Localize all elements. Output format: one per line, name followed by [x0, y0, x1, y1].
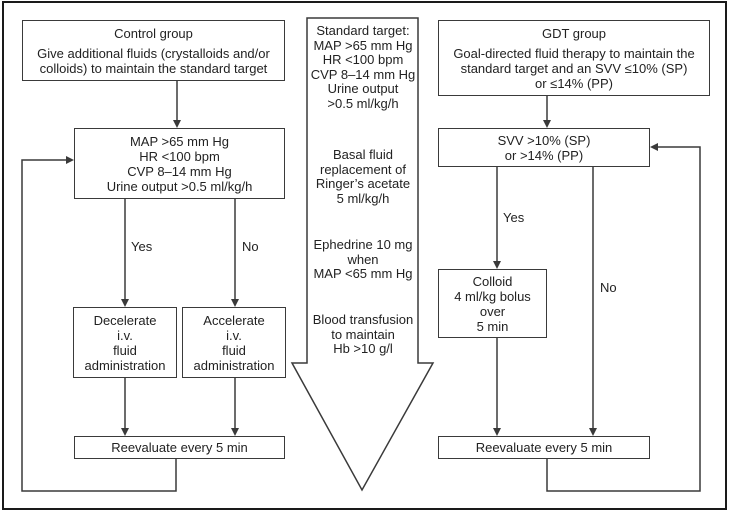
reevaluate-right-box: Reevaluate every 5 min	[438, 436, 650, 459]
accelerate-text: Accelerate i.v. fluid administration	[193, 312, 275, 373]
feedback-loop-right	[546, 146, 701, 492]
arrowhead-colloid-out	[493, 428, 501, 436]
yes-label-right: Yes	[503, 210, 525, 225]
standard-target-note: Standard target: MAP >65 mm Hg HR <100 b…	[310, 23, 416, 111]
feedback-loop-left	[21, 159, 177, 492]
standard-target-criteria-box: MAP >65 mm Hg HR <100 bpm CVP 8–14 mm Hg…	[74, 128, 285, 199]
colloid-bolus-text: Colloid 4 ml/kg bolus over 5 min	[454, 273, 531, 334]
arrowhead-accelerate-out	[231, 428, 239, 436]
reevaluate-right-text: Reevaluate every 5 min	[475, 440, 613, 455]
reevaluate-left-box: Reevaluate every 5 min	[74, 436, 285, 459]
arrowhead-feedback-left	[66, 156, 74, 164]
decelerate-box: Decelerate i.v. fluid administration	[73, 307, 177, 378]
decelerate-text: Decelerate i.v. fluid administration	[84, 312, 166, 373]
control-group-title: Control group	[114, 25, 193, 41]
svv-criteria-text: SVV >10% (SP) or >14% (PP)	[497, 132, 591, 163]
central-down-arrow-shape	[290, 17, 435, 492]
gdt-group-title: GDT group	[541, 25, 607, 41]
arrowhead-gdt-to-svv	[543, 120, 551, 128]
control-group-instruction: Give additional fluids (crystalloids and…	[37, 45, 270, 76]
gdt-group-instruction: Goal-directed fluid therapy to maintain …	[453, 45, 695, 91]
no-label-right: No	[600, 280, 617, 295]
no-label-left: No	[242, 239, 259, 254]
arrowhead-no-right	[589, 428, 597, 436]
accelerate-box: Accelerate i.v. fluid administration	[182, 307, 286, 378]
control-group-box: Control group Give additional fluids (cr…	[22, 20, 285, 81]
blood-transfusion-note: Blood transfusion to maintain Hb >10 g/l	[312, 312, 414, 356]
reevaluate-left-text: Reevaluate every 5 min	[111, 440, 248, 455]
yes-label-left: Yes	[131, 239, 153, 254]
arrowhead-decelerate-out	[121, 428, 129, 436]
ephedrine-note: Ephedrine 10 mg when MAP <65 mm Hg	[313, 237, 413, 281]
colloid-bolus-box: Colloid 4 ml/kg bolus over 5 min	[438, 269, 547, 338]
svv-criteria-box: SVV >10% (SP) or >14% (PP)	[438, 128, 650, 167]
basal-fluid-note: Basal fluid replacement of Ringer’s acet…	[315, 147, 411, 206]
arrowhead-yes-left	[121, 299, 129, 307]
gdt-group-box: GDT group Goal-directed fluid therapy to…	[438, 20, 710, 96]
arrowhead-no-left	[231, 299, 239, 307]
standard-target-criteria-text: MAP >65 mm Hg HR <100 bpm CVP 8–14 mm Hg…	[106, 133, 253, 194]
arrowhead-feedback-right	[650, 143, 658, 151]
arrowhead-control-to-criteria	[173, 120, 181, 128]
arrowhead-yes-right	[493, 261, 501, 269]
